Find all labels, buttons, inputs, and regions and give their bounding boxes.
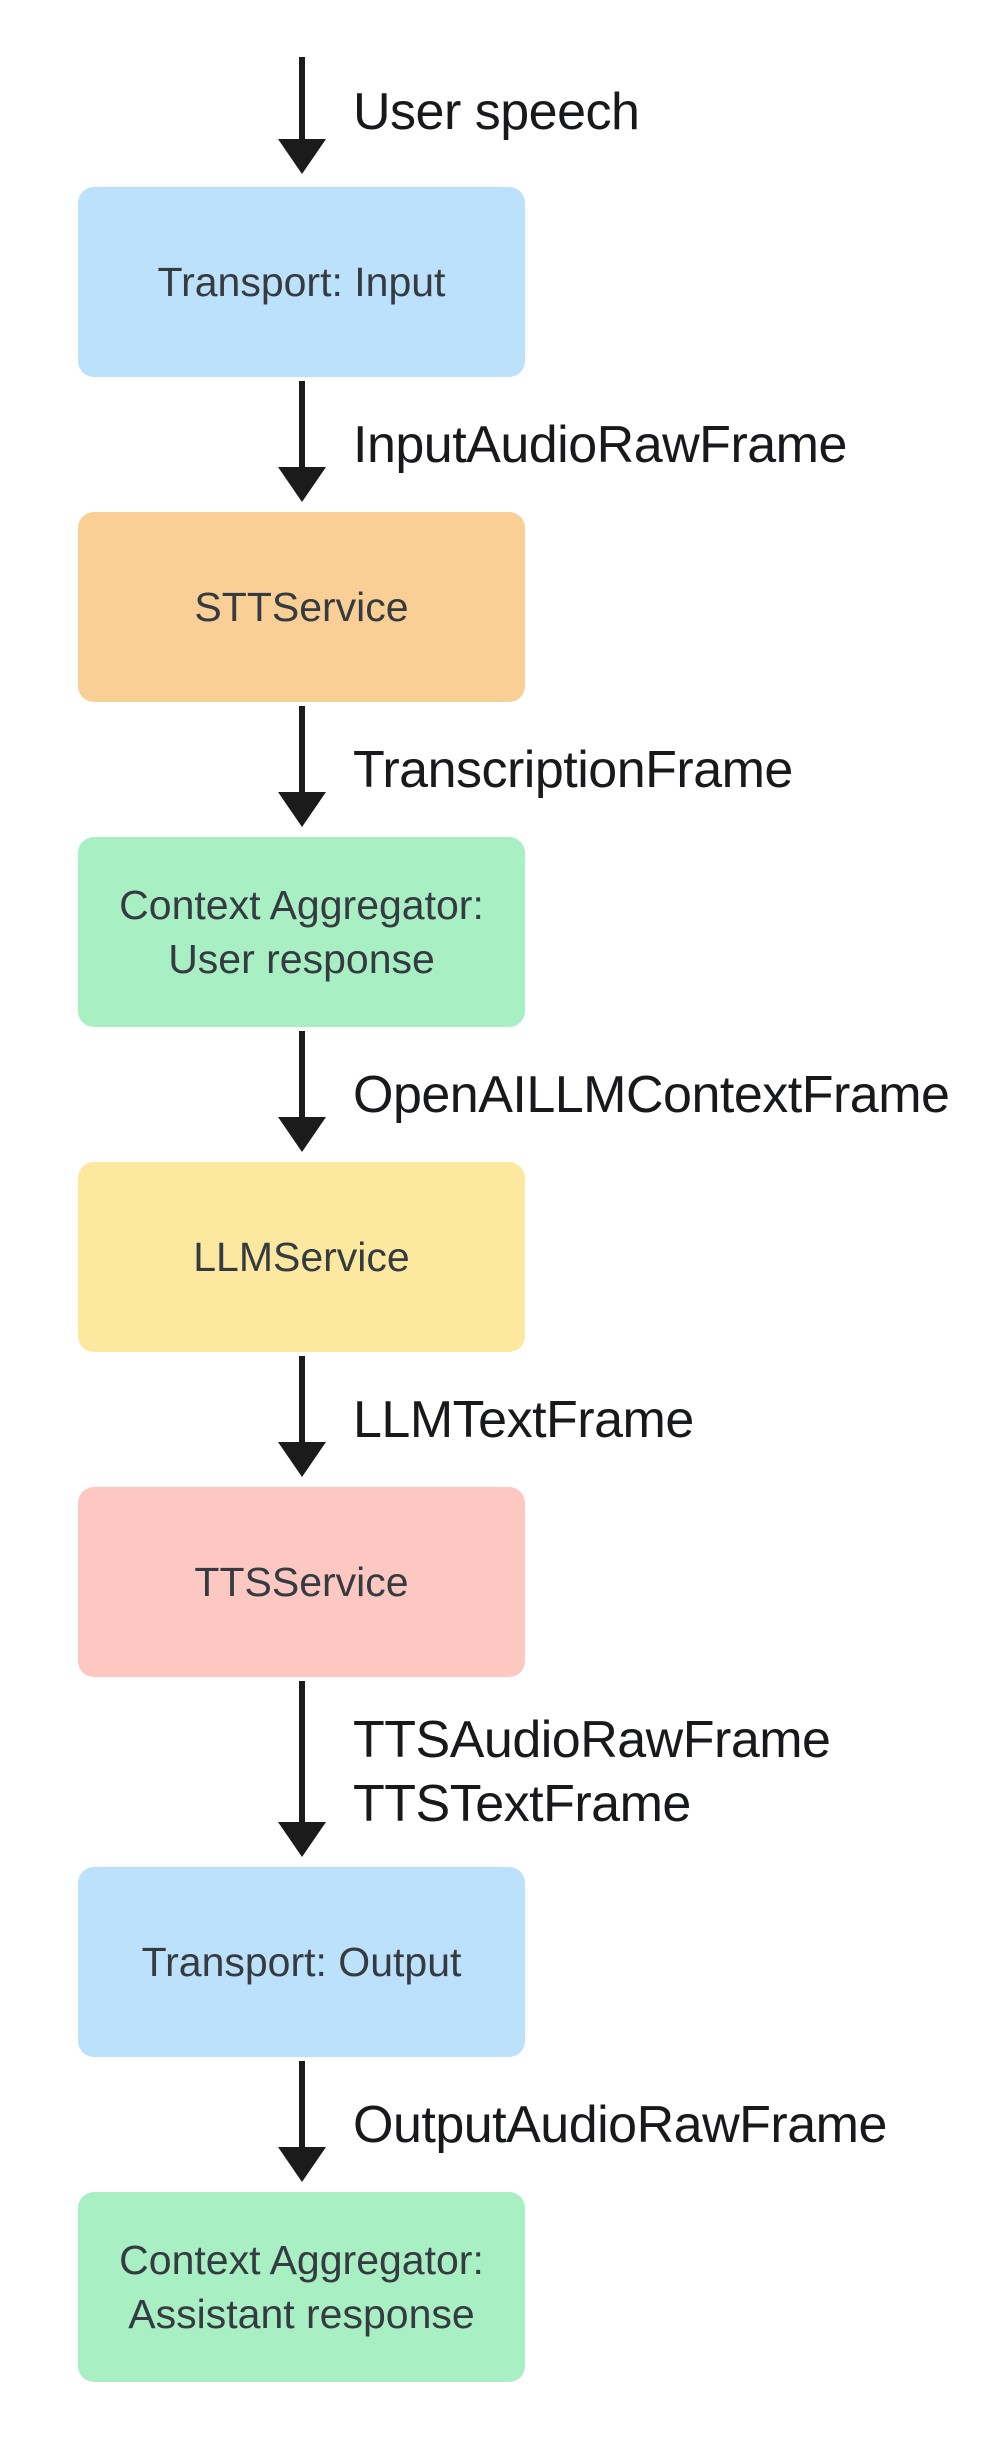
arrow-down-icon <box>278 467 326 502</box>
node-context-aggregator-assistant: Context Aggregator: Assistant response <box>78 2192 525 2382</box>
arrow-shaft <box>299 1681 305 1824</box>
node-label: STTService <box>194 584 409 630</box>
arrow-shaft <box>299 381 305 469</box>
edge-label-text: LLMTextFrame <box>353 1390 694 1449</box>
node-context-aggregator-user: Context Aggregator: User response <box>78 837 525 1027</box>
node-label: LLMService <box>193 1234 410 1280</box>
edge-openai-llm-context-frame: OpenAILLMContextFrame <box>0 1027 990 1162</box>
arrow-down-icon <box>278 1442 326 1477</box>
arrow-shaft <box>299 1356 305 1444</box>
arrow-shaft <box>299 1031 305 1119</box>
arrow-down-icon <box>278 2147 326 2182</box>
node-label-line1: Context Aggregator: <box>119 882 484 928</box>
edge-label-openai-llm-context-frame: OpenAILLMContextFrame <box>353 1027 950 1162</box>
arrow-down-icon <box>278 1822 326 1857</box>
node-llm-service: LLMService <box>78 1162 525 1352</box>
node-label: Transport: Output <box>141 1939 462 1985</box>
edge-label-user-speech: User speech <box>353 0 640 187</box>
node-label-line1: Context Aggregator: <box>119 2237 484 2283</box>
edge-label-output-audio-raw-frame: OutputAudioRawFrame <box>353 2057 887 2192</box>
edge-label-text: TranscriptionFrame <box>353 740 793 799</box>
arrow-down-icon <box>278 1117 326 1152</box>
edge-transcription-frame: TranscriptionFrame <box>0 702 990 837</box>
edge-label-input-audio-raw-frame: InputAudioRawFrame <box>353 377 847 512</box>
edge-label-text-line2: TTSTextFrame <box>353 1775 691 1833</box>
edge-llm-text-frame: LLMTextFrame <box>0 1352 990 1487</box>
arrow-shaft <box>299 2061 305 2149</box>
edge-label-text: OpenAILLMContextFrame <box>353 1065 950 1124</box>
node-label: TTSService <box>194 1559 409 1605</box>
node-label-line2: Assistant response <box>128 2291 475 2337</box>
arrow-down-icon <box>278 792 326 827</box>
node-stt-service: STTService <box>78 512 525 702</box>
edge-input-audio-raw-frame: InputAudioRawFrame <box>0 377 990 512</box>
arrow-shaft <box>299 57 305 141</box>
node-tts-service: TTSService <box>78 1487 525 1677</box>
edge-user-speech: User speech <box>0 0 990 187</box>
edge-label-transcription-frame: TranscriptionFrame <box>353 702 793 837</box>
node-transport-output: Transport: Output <box>78 1867 525 2057</box>
arrow-shaft <box>299 706 305 794</box>
edge-label-text-line1: TTSAudioRawFrame <box>353 1711 831 1769</box>
node-label: Transport: Input <box>157 259 446 305</box>
edge-tts-audio-raw-frame: TTSAudioRawFrame TTSTextFrame <box>0 1677 990 1867</box>
node-transport-input: Transport: Input <box>78 187 525 377</box>
node-label-line2: User response <box>168 936 435 982</box>
edge-label-tts-frames: TTSAudioRawFrame TTSTextFrame <box>353 1677 831 1867</box>
arrow-down-icon <box>278 139 326 174</box>
edge-label-text: OutputAudioRawFrame <box>353 2095 887 2154</box>
edge-label-llm-text-frame: LLMTextFrame <box>353 1352 694 1487</box>
edge-label-text: User speech <box>353 82 640 141</box>
edge-output-audio-raw-frame: OutputAudioRawFrame <box>0 2057 990 2192</box>
edge-label-text: InputAudioRawFrame <box>353 415 847 474</box>
